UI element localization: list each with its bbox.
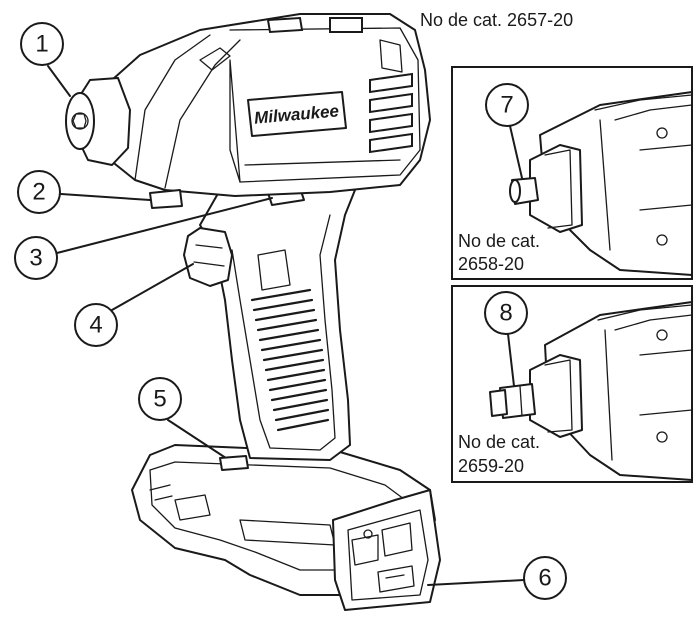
chuck-end — [65, 92, 95, 150]
inset-2659: 8 No de cat. 2659-20 — [451, 285, 693, 483]
inset-2659-catalog-line2: 2659-20 — [458, 456, 524, 476]
inset-2658-catalog-line2: 2658-20 — [458, 254, 524, 274]
callout-6-circle — [523, 556, 567, 600]
inset-2658-catalog-line1: No de cat. — [458, 231, 540, 251]
callout-8-circle — [484, 291, 528, 335]
led-light — [149, 189, 183, 209]
latch-window-lower — [377, 565, 415, 593]
callout-6: 6 — [538, 565, 551, 592]
trigger — [183, 227, 233, 287]
brand-logo-plate — [247, 91, 347, 137]
callout-3-circle — [14, 236, 58, 280]
side-vents — [369, 72, 413, 154]
callout-8: 8 — [499, 300, 512, 327]
callout-4-circle — [74, 303, 118, 347]
tool-handle — [199, 179, 356, 461]
callout-2-circle — [17, 170, 61, 214]
callout-5: 5 — [153, 386, 166, 413]
callout-5-circle — [138, 377, 182, 421]
battery-release — [219, 455, 249, 471]
callout-3: 3 — [29, 245, 42, 272]
main-catalog-label: No de cat. 2657-20 — [420, 10, 573, 30]
callout-1: 1 — [35, 31, 48, 58]
callout-4: 4 — [89, 312, 102, 339]
inset-2658: 7 No de cat. 2658-20 — [451, 66, 693, 280]
grip-texture — [250, 288, 330, 432]
tool-drawing: Milwaukee — [65, 13, 441, 611]
callout-7-circle — [485, 83, 529, 127]
callouts: 1 2 3 4 5 6 — [14, 22, 567, 600]
latch-window-upper — [381, 522, 413, 557]
callout-7: 7 — [500, 92, 513, 119]
callout-1-circle — [20, 22, 64, 66]
callout-2: 2 — [32, 179, 45, 206]
inset-2659-catalog-line1: No de cat. — [458, 432, 540, 452]
